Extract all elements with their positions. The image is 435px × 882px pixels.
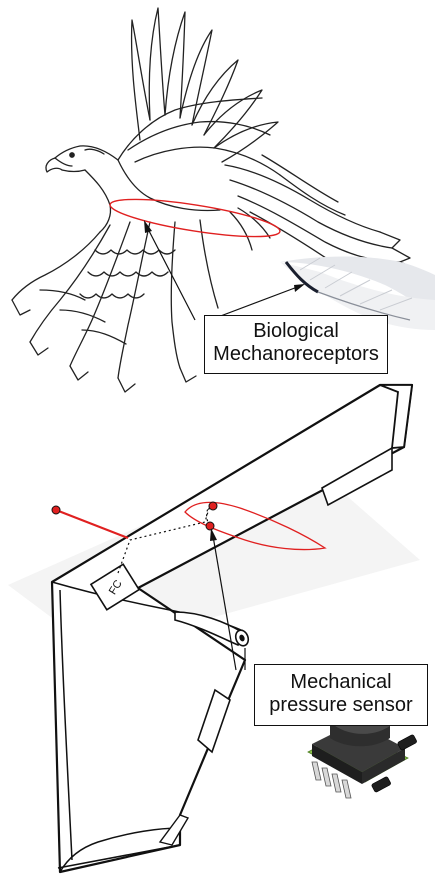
mechanical-pressure-sensor-label: Mechanical pressure sensor — [254, 664, 428, 726]
mechanical-label-line-1: Mechanical — [255, 671, 427, 694]
mechanical-label-line-2: pressure sensor — [255, 694, 427, 717]
biological-label-line-2: Mechanoreceptors — [205, 343, 387, 366]
bio-arrow-head-2 — [294, 284, 305, 292]
pressure-port-lower — [206, 522, 214, 530]
biological-sensing-ellipse — [108, 192, 282, 245]
biological-label-line-1: Biological — [205, 320, 387, 343]
biological-mechanoreceptors-label: Biological Mechanoreceptors — [204, 315, 388, 374]
flying-wing-drone: FC — [8, 385, 420, 872]
pressure-sensor-chip — [308, 716, 417, 798]
static-probe-line — [56, 510, 128, 538]
static-probe-tip — [52, 506, 60, 514]
pressure-port-upper — [209, 502, 217, 510]
